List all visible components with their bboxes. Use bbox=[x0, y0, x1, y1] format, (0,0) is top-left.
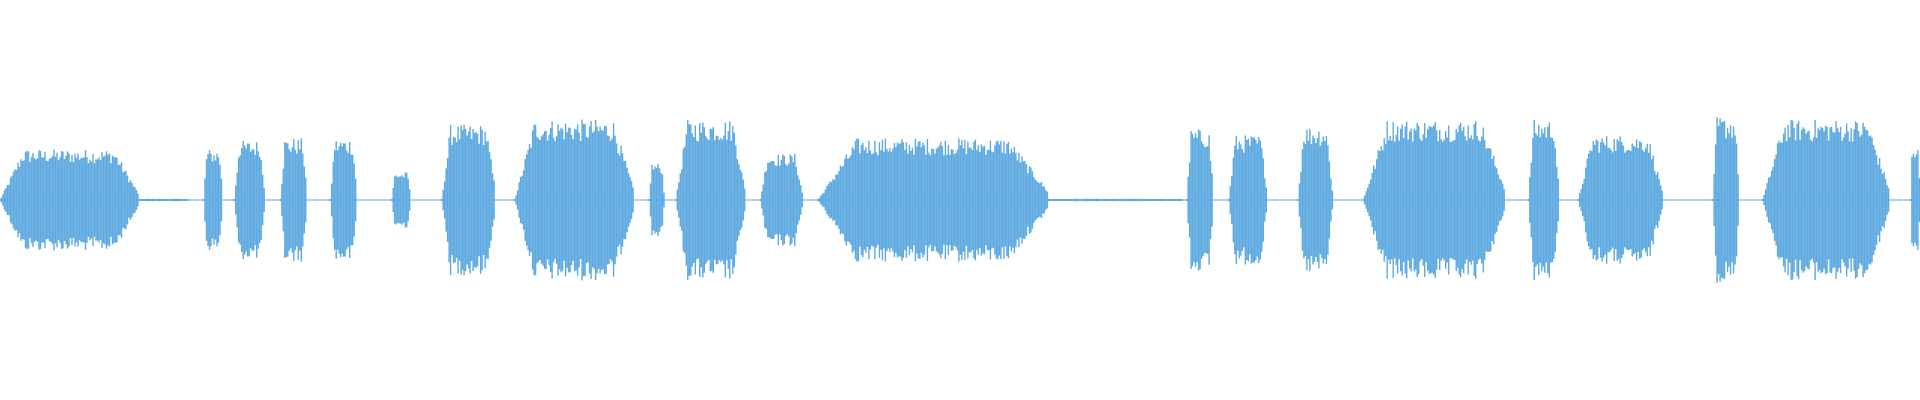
waveform-segment bbox=[817, 138, 1049, 262]
waveform-segment bbox=[1362, 121, 1505, 279]
waveform-segment bbox=[329, 141, 357, 259]
waveform-segment bbox=[233, 141, 265, 259]
waveform-segment bbox=[137, 198, 189, 202]
waveform-segment bbox=[759, 154, 803, 246]
waveform-segment bbox=[1185, 129, 1213, 271]
waveform-segment bbox=[1527, 119, 1559, 281]
waveform-segment bbox=[1909, 149, 1920, 251]
waveform-segment bbox=[1577, 136, 1663, 264]
waveform-segment bbox=[513, 119, 634, 281]
waveform-segment bbox=[440, 124, 495, 276]
waveform-segment bbox=[675, 119, 746, 281]
waveform-segment bbox=[202, 150, 223, 250]
waveform-segment bbox=[1297, 128, 1334, 272]
waveform-segment bbox=[1711, 117, 1739, 283]
waveform-segment bbox=[1228, 135, 1267, 265]
waveform-segment bbox=[0, 149, 139, 251]
waveform-segment bbox=[391, 172, 411, 228]
waveform-segment bbox=[648, 163, 665, 237]
waveform-segment bbox=[1761, 120, 1890, 280]
waveform-segment bbox=[279, 138, 307, 262]
waveform-segment bbox=[1047, 198, 1183, 202]
